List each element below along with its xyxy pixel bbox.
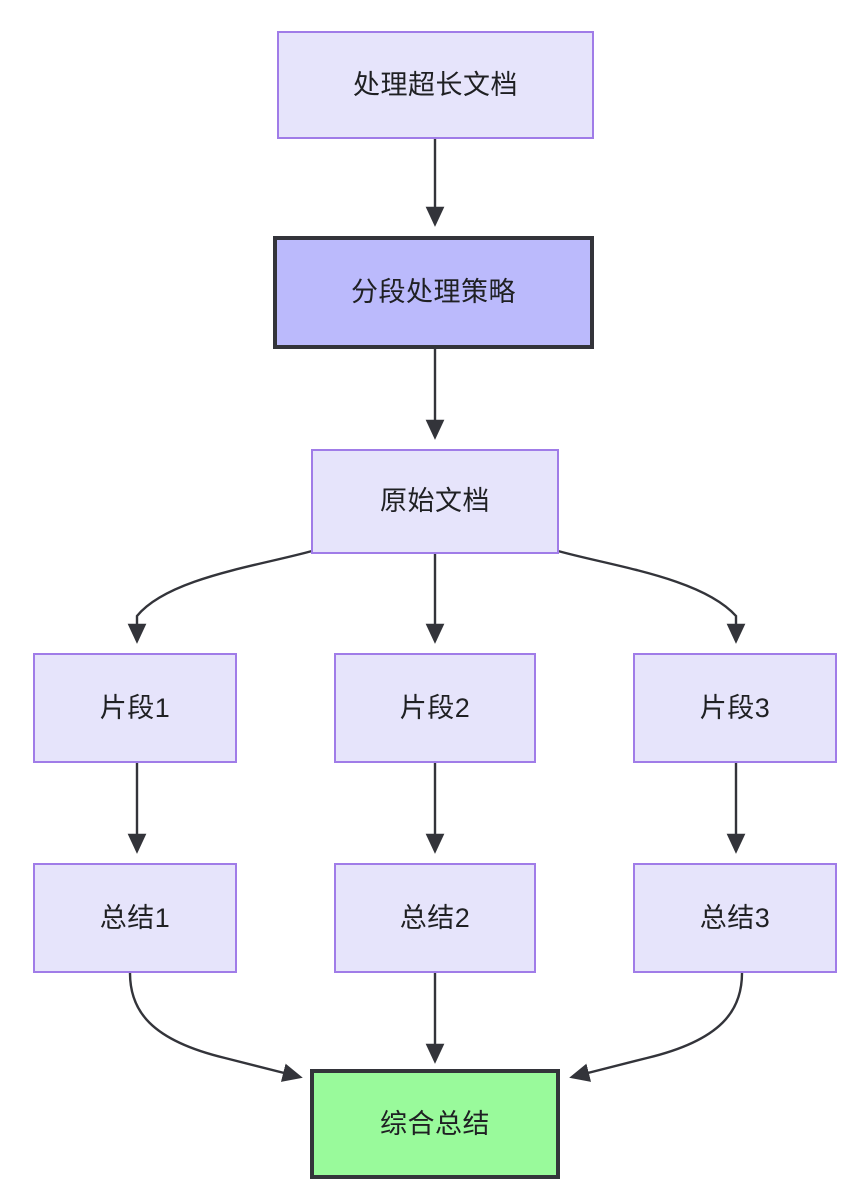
node-label: 分段处理策略 (351, 277, 516, 308)
node-comprehensive-summary[interactable]: 综合总结 (310, 1069, 560, 1179)
node-label: 原始文档 (380, 486, 490, 517)
edge-summary3-to-final (569, 972, 744, 1082)
node-label: 片段1 (99, 692, 171, 723)
node-label: 处理超长文档 (353, 69, 518, 100)
node-summary-2[interactable]: 总结2 (334, 863, 536, 973)
node-label: 综合总结 (380, 1108, 490, 1139)
node-label: 总结1 (99, 902, 171, 933)
node-label: 总结2 (399, 902, 471, 933)
edge-source-to-chunk1 (127, 549, 313, 644)
node-source-document[interactable]: 原始文档 (311, 449, 559, 554)
node-chunking-strategy[interactable]: 分段处理策略 (273, 236, 594, 349)
node-label: 片段2 (399, 692, 471, 723)
node-chunk-1[interactable]: 片段1 (33, 653, 237, 763)
edge-summary1-to-final (128, 972, 303, 1082)
node-summary-1[interactable]: 总结1 (33, 863, 237, 973)
node-summary-3[interactable]: 总结3 (633, 863, 837, 973)
node-label: 片段3 (699, 692, 771, 723)
node-chunk-2[interactable]: 片段2 (334, 653, 536, 763)
node-chunk-3[interactable]: 片段3 (633, 653, 837, 763)
node-label: 总结3 (699, 902, 771, 933)
node-process-long-document[interactable]: 处理超长文档 (277, 31, 594, 139)
edge-source-to-chunk3 (557, 549, 746, 644)
